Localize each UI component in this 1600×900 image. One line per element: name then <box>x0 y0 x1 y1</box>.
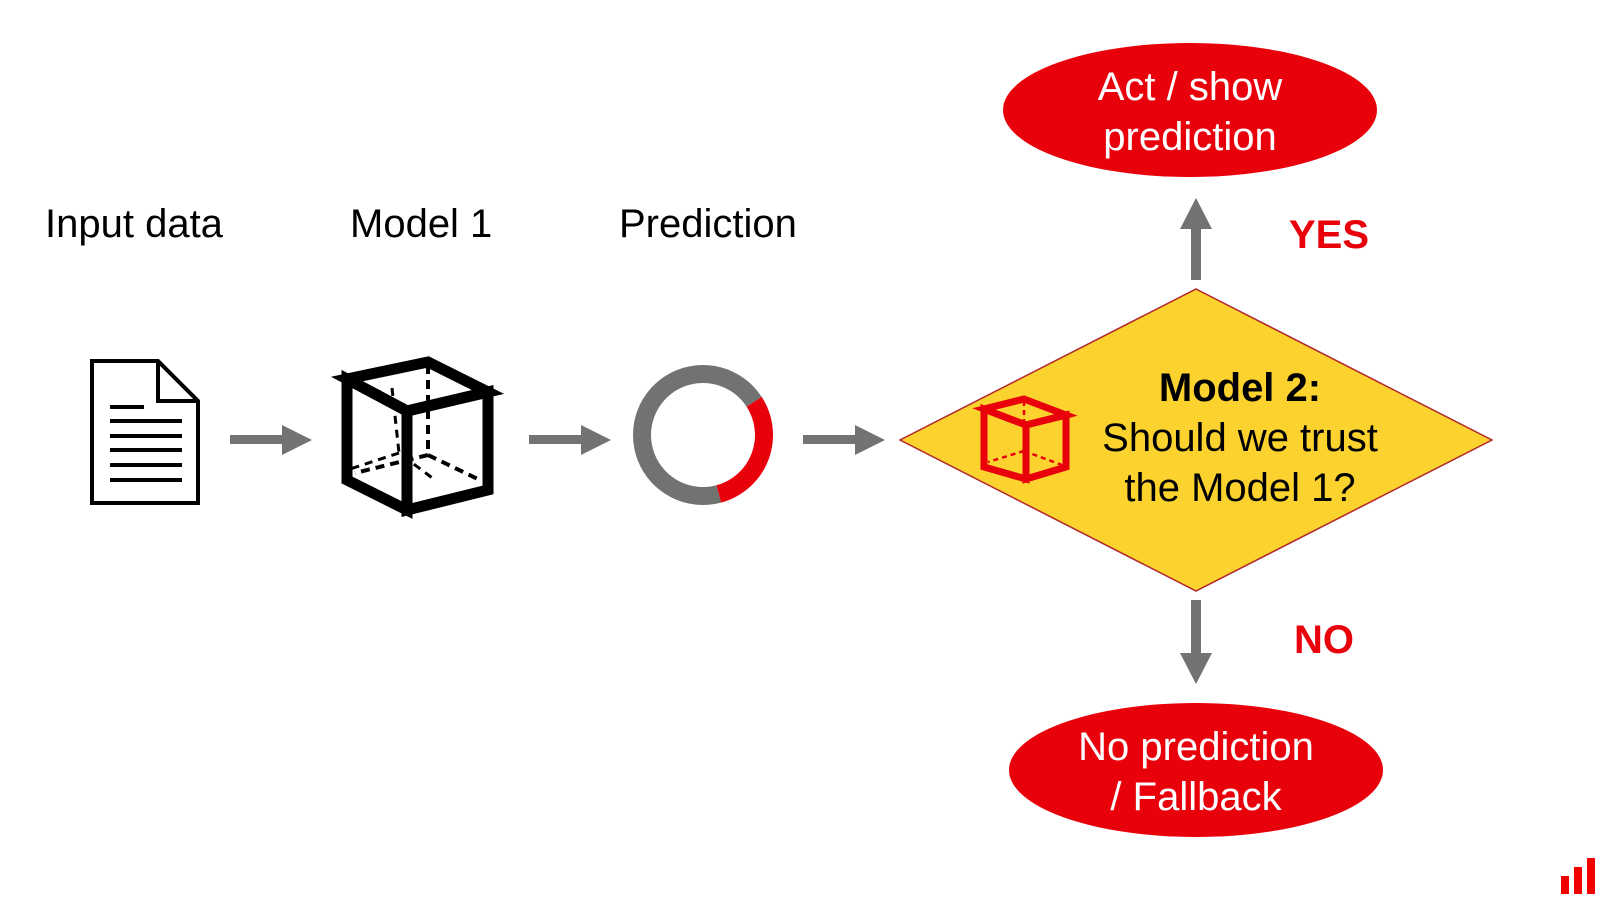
outcome-yes-shape <box>1003 43 1377 177</box>
cube-icon <box>972 395 1078 484</box>
decision-text: Model 2: Should we trust the Model 1? <box>1060 363 1420 513</box>
arrow-prediction-to-decision <box>803 425 885 455</box>
yes-label: YES <box>1289 213 1370 257</box>
arrow-yes-up <box>1180 198 1212 280</box>
cube-icon <box>331 356 505 519</box>
stage-label-input-data: Input data <box>45 202 223 246</box>
outcome-no-shape <box>1009 703 1383 837</box>
decision-question-line1: Should we trust <box>1102 416 1378 460</box>
decision-title: Model 2: <box>1158 366 1322 410</box>
outcome-yes-line1: Act / show <box>1097 65 1283 109</box>
bar-chart-logo-icon <box>1561 858 1595 894</box>
no-label: NO <box>1294 618 1354 662</box>
stage-label-model-1: Model 1 <box>350 202 493 246</box>
decision-question-line2: the Model 1? <box>1124 466 1356 510</box>
outcome-yes: Act / show prediction <box>1040 62 1340 162</box>
stage-label-prediction: Prediction <box>619 202 797 246</box>
outcome-no: No prediction / Fallback <box>1046 722 1346 822</box>
arrow-input-to-model <box>230 425 312 455</box>
outcome-yes-line2: prediction <box>1103 115 1277 159</box>
document-icon <box>90 359 200 505</box>
outcome-no-line2: / Fallback <box>1110 775 1282 819</box>
outcome-no-line1: No prediction <box>1078 725 1314 769</box>
arrow-model-to-prediction <box>529 425 611 455</box>
arrow-no-down <box>1180 600 1212 684</box>
prediction-ring <box>633 365 773 505</box>
ring-segment-red <box>716 396 773 503</box>
